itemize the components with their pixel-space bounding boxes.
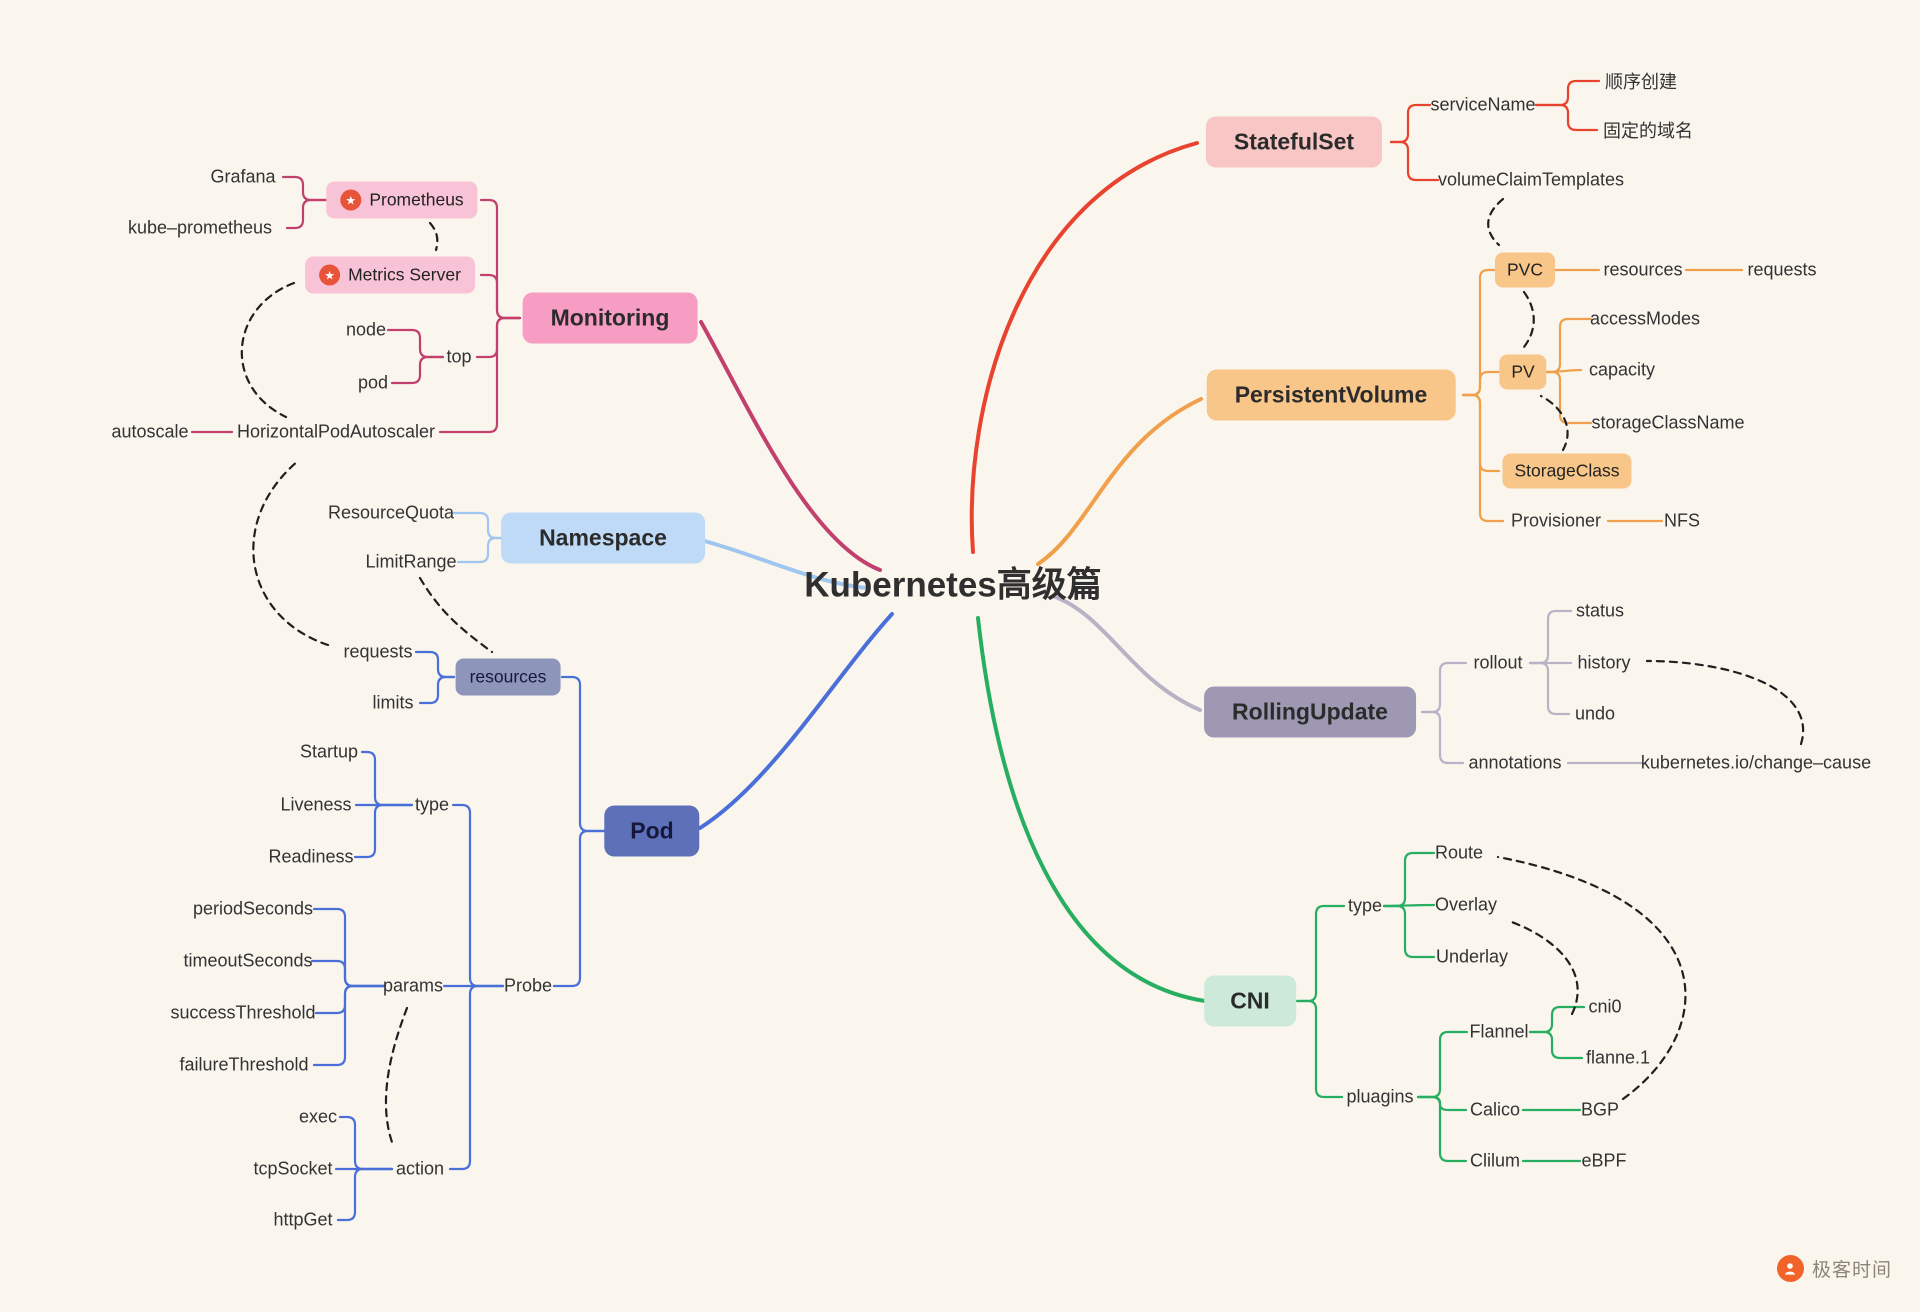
- topic-top[interactable]: top: [446, 346, 472, 367]
- topic-limitrange[interactable]: LimitRange: [365, 551, 457, 572]
- topic-clilum[interactable]: Clilum: [1469, 1150, 1521, 1171]
- edges-namespace: [450, 511, 510, 564]
- topic-metrics-server[interactable]: ★ Metrics Server: [305, 256, 475, 294]
- geektime-logo-text: 极客时间: [1811, 1260, 1892, 1281]
- topic-monitoring[interactable]: Monitoring: [522, 292, 698, 344]
- topic-probe[interactable]: Probe: [503, 975, 553, 996]
- edges-statefulset: [1389, 79, 1601, 182]
- topic-overlay[interactable]: Overlay: [1434, 894, 1498, 915]
- topic-capacity[interactable]: capacity: [1588, 359, 1656, 380]
- topic-storageclass-label: StorageClass: [1514, 460, 1620, 481]
- topic-history[interactable]: history: [1577, 652, 1631, 673]
- topic-pvc-label: PVC: [1507, 259, 1543, 280]
- topic-limits[interactable]: limits: [372, 692, 414, 713]
- topic-autoscale[interactable]: autoscale: [111, 421, 189, 442]
- topic-provisioner[interactable]: Provisioner: [1510, 510, 1602, 531]
- topic-cni[interactable]: CNI: [1204, 975, 1296, 1027]
- topic-failurethreshold[interactable]: failureThreshold: [179, 1054, 309, 1075]
- topic-timeoutseconds[interactable]: timeoutSeconds: [183, 950, 313, 971]
- edges-rollingupdate: [1420, 609, 1644, 765]
- topic-readiness[interactable]: Readiness: [268, 846, 354, 867]
- geektime-logo-icon: [1776, 1255, 1804, 1282]
- topic-resources-label: resources: [469, 666, 547, 687]
- topic-cni0[interactable]: cni0: [1588, 996, 1622, 1017]
- topic-cni-type[interactable]: type: [1347, 895, 1383, 916]
- topic-kube-prometheus[interactable]: kube–prometheus: [127, 217, 273, 238]
- topic-action[interactable]: action: [395, 1158, 445, 1179]
- topic-flannel[interactable]: Flannel: [1469, 1021, 1529, 1042]
- topic-change-cause[interactable]: kubernetes.io/change–cause: [1640, 752, 1872, 773]
- topic-ebpf[interactable]: eBPF: [1581, 1150, 1627, 1171]
- topic-fixed-domain[interactable]: 固定的域名: [1603, 121, 1693, 141]
- topic-liveness[interactable]: Liveness: [280, 794, 352, 815]
- topic-params[interactable]: params: [382, 975, 444, 996]
- topic-undo[interactable]: undo: [1574, 703, 1616, 724]
- topic-node[interactable]: node: [345, 319, 387, 340]
- topic-successthreshold[interactable]: successThreshold: [170, 1002, 316, 1023]
- topic-accessmodes[interactable]: accessModes: [1589, 308, 1701, 329]
- star-badge-icon: ★: [319, 264, 341, 286]
- topic-pv-label: PV: [1511, 361, 1535, 382]
- topic-nfs[interactable]: NFS: [1664, 510, 1700, 531]
- star-badge-icon: ★: [340, 189, 362, 211]
- topic-pv[interactable]: PV: [1499, 354, 1547, 390]
- topic-startup[interactable]: Startup: [299, 741, 359, 762]
- topic-annotations[interactable]: annotations: [1468, 752, 1562, 773]
- topic-exec[interactable]: exec: [298, 1106, 338, 1127]
- topic-prometheus[interactable]: ★ Prometheus: [326, 181, 478, 219]
- topic-probe-type[interactable]: type: [414, 794, 450, 815]
- edges-cni: [1295, 851, 1586, 1163]
- topic-pvc[interactable]: PVC: [1495, 252, 1555, 288]
- topic-tcpsocket[interactable]: tcpSocket: [253, 1158, 333, 1179]
- topic-pvc-resources[interactable]: resources: [1603, 259, 1683, 280]
- topic-storageclass[interactable]: StorageClass: [1502, 453, 1632, 489]
- topic-status[interactable]: status: [1575, 600, 1625, 621]
- topic-pod[interactable]: Pod: [604, 805, 700, 857]
- topic-namespace[interactable]: Namespace: [501, 512, 705, 564]
- topic-horizontalpodautoscaler[interactable]: HorizontalPodAutoscaler: [236, 421, 436, 442]
- topic-route[interactable]: Route: [1434, 842, 1484, 863]
- topic-metrics-server-label: Metrics Server: [348, 264, 461, 285]
- topic-resources[interactable]: resources: [455, 658, 561, 696]
- topic-pluagins[interactable]: pluagins: [1346, 1086, 1414, 1107]
- topic-periodseconds[interactable]: periodSeconds: [192, 898, 314, 919]
- topic-persistentvolume[interactable]: PersistentVolume: [1206, 369, 1456, 421]
- topic-servicename[interactable]: serviceName: [1430, 94, 1536, 115]
- central-topic[interactable]: Kubernetes高级篇: [804, 565, 1102, 605]
- topic-pod-metric[interactable]: pod: [357, 372, 389, 393]
- topic-bgp[interactable]: BGP: [1580, 1099, 1620, 1120]
- topic-grafana[interactable]: Grafana: [210, 166, 276, 187]
- topic-storageclassname[interactable]: storageClassName: [1591, 412, 1745, 433]
- edges-monitoring: [190, 175, 522, 434]
- topic-rollout[interactable]: rollout: [1473, 652, 1523, 673]
- topic-resourcequota[interactable]: ResourceQuota: [327, 502, 455, 523]
- topic-flanne1[interactable]: flanne.1: [1585, 1047, 1651, 1068]
- topic-calico[interactable]: Calico: [1469, 1099, 1521, 1120]
- topic-httpget[interactable]: httpGet: [273, 1209, 333, 1230]
- topic-requests[interactable]: requests: [343, 641, 413, 662]
- topic-pvc-requests[interactable]: requests: [1747, 259, 1817, 280]
- topic-ordered-creation[interactable]: 顺序创建: [1605, 72, 1677, 92]
- topic-statefulset[interactable]: StatefulSet: [1205, 116, 1383, 168]
- geektime-logo: 极客时间: [1776, 1255, 1892, 1282]
- edges-relations: [240, 197, 1805, 1147]
- topic-rollingupdate[interactable]: RollingUpdate: [1204, 686, 1416, 738]
- topic-underlay[interactable]: Underlay: [1435, 946, 1509, 967]
- topic-prometheus-label: Prometheus: [369, 189, 464, 210]
- edges-main: [698, 141, 1207, 1003]
- topic-volumeclaimtemplates[interactable]: volumeClaimTemplates: [1437, 169, 1625, 190]
- edges-pod: [310, 650, 609, 1222]
